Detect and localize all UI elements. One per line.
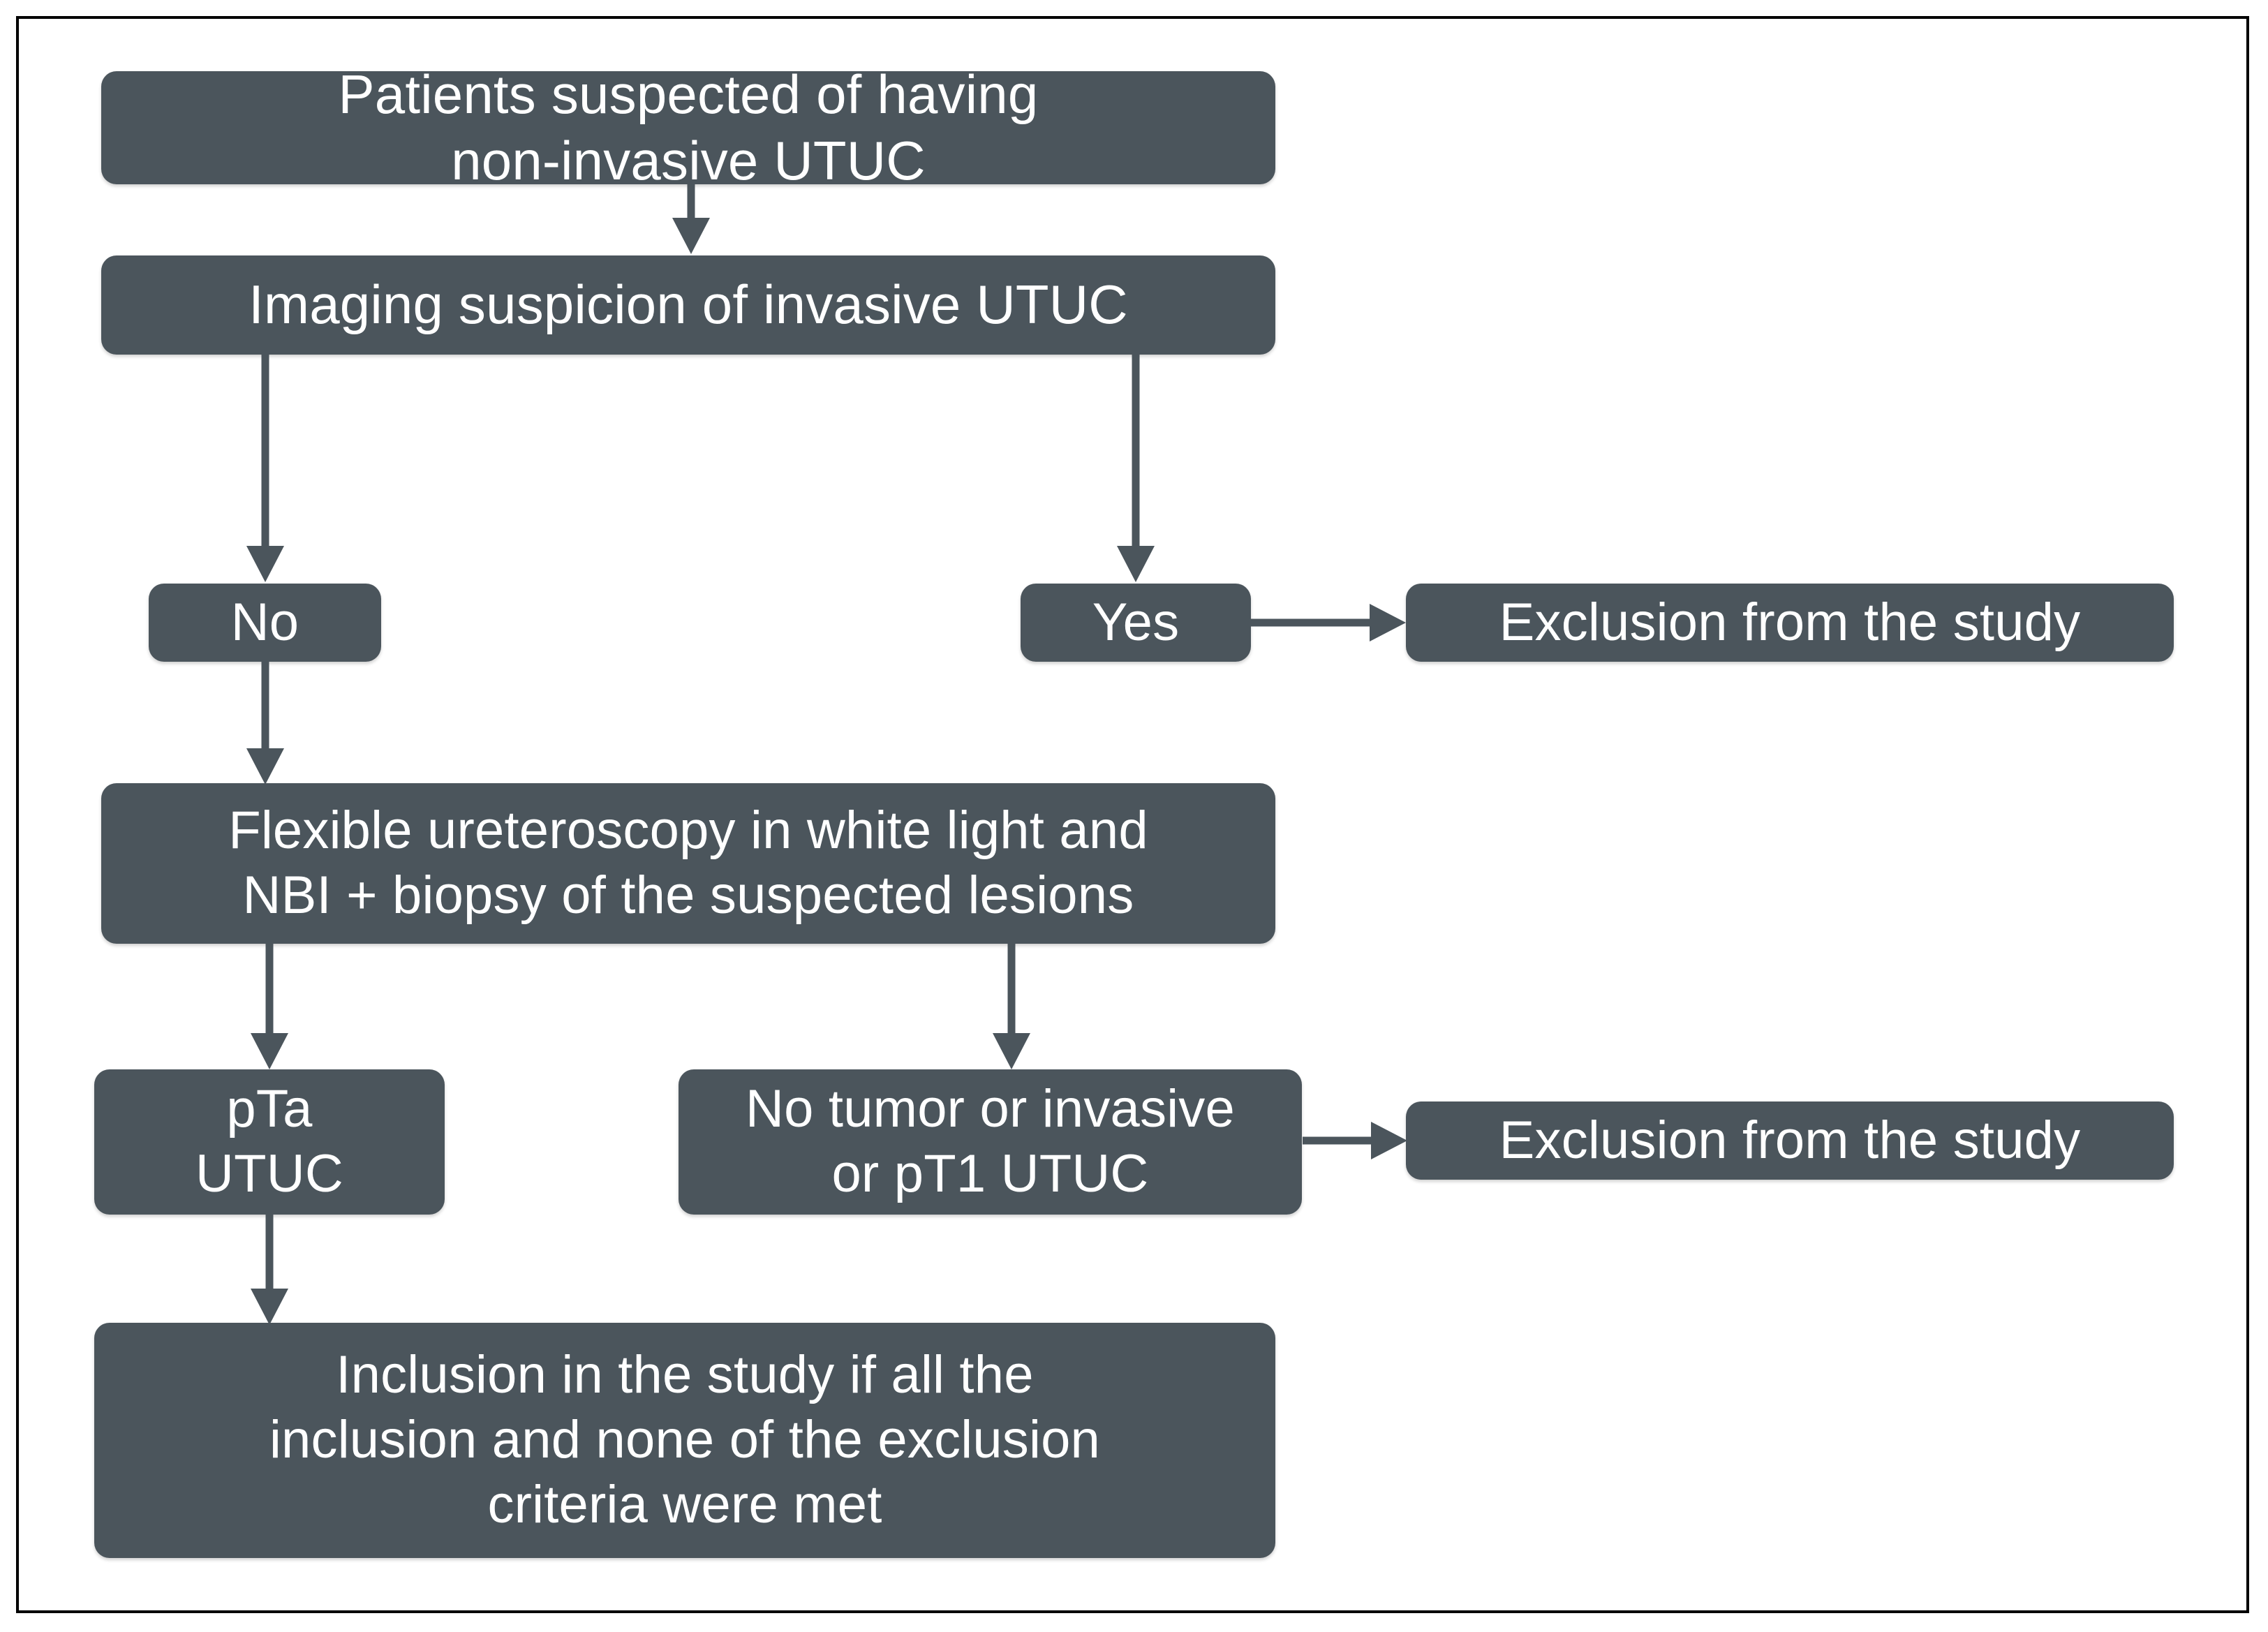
arrow-imaging-to-yes <box>1115 355 1157 582</box>
flow-node-exclusion-2: Exclusion from the study <box>1406 1101 2174 1180</box>
arrow-shaft <box>687 184 695 221</box>
arrow-ureteroscopy-to-pta <box>249 944 290 1069</box>
arrow-head-icon <box>246 546 284 582</box>
flow-node-label: Imaging suspicion of invasive UTUC <box>249 274 1128 336</box>
flow-node-patients-suspected: Patients suspected of having non-invasiv… <box>101 64 1275 191</box>
arrow-pta-to-inclusion <box>249 1215 290 1325</box>
arrow-shaft <box>265 944 274 1034</box>
flow-node-label: Inclusion in the study if all the inclus… <box>269 1345 1101 1534</box>
flow-node-exclusion-1: Exclusion from the study <box>1406 584 2174 662</box>
arrow-head-icon <box>993 1033 1030 1069</box>
flow-node-inclusion: Inclusion in the study if all the inclus… <box>94 1323 1275 1558</box>
flow-node-label: No <box>230 592 299 652</box>
arrow-head-icon <box>672 218 710 254</box>
flow-node-label: Yes <box>1092 592 1180 652</box>
arrow-shaft <box>261 662 269 750</box>
arrow-yes-to-exclusion-1 <box>1251 602 1406 644</box>
arrow-shaft <box>1007 944 1016 1034</box>
flow-node-no: No <box>149 584 381 662</box>
arrow-head-icon <box>1117 546 1155 582</box>
arrow-no-to-ureteroscopy <box>244 662 286 785</box>
flow-node-label: Flexible ureteroscopy in white light and… <box>228 801 1148 925</box>
flow-node-ureteroscopy: Flexible ureteroscopy in white light and… <box>101 783 1275 944</box>
arrow-head-icon <box>251 1289 288 1325</box>
arrow-ureteroscopy-to-no-tumor <box>991 944 1032 1069</box>
flow-node-label: Exclusion from the study <box>1499 592 2081 652</box>
flow-node-pta-utuc: pTa UTUC <box>94 1069 445 1215</box>
arrow-shaft <box>1251 618 1371 627</box>
arrow-head-icon <box>1370 604 1406 641</box>
arrow-imaging-to-no <box>244 355 286 582</box>
flow-node-imaging-suspicion: Imaging suspicion of invasive UTUC <box>101 255 1275 355</box>
arrow-no-tumor-to-exclusion-2 <box>1303 1120 1407 1162</box>
arrow-suspected-to-imaging <box>670 184 712 254</box>
arrow-shaft <box>261 355 269 547</box>
flow-node-no-tumor: No tumor or invasive or pT1 UTUC <box>679 1069 1302 1215</box>
arrow-head-icon <box>246 748 284 785</box>
arrow-shaft <box>1132 355 1140 547</box>
arrow-shaft <box>1303 1136 1372 1145</box>
flow-node-label: No tumor or invasive or pT1 UTUC <box>746 1079 1235 1203</box>
flow-node-label: Patients suspected of having non-invasiv… <box>338 63 1039 191</box>
arrow-head-icon <box>1371 1122 1407 1159</box>
flow-node-label: pTa UTUC <box>195 1079 343 1203</box>
arrow-head-icon <box>251 1033 288 1069</box>
flow-node-yes: Yes <box>1021 584 1251 662</box>
arrow-shaft <box>265 1215 274 1290</box>
flow-node-label: Exclusion from the study <box>1499 1110 2081 1170</box>
